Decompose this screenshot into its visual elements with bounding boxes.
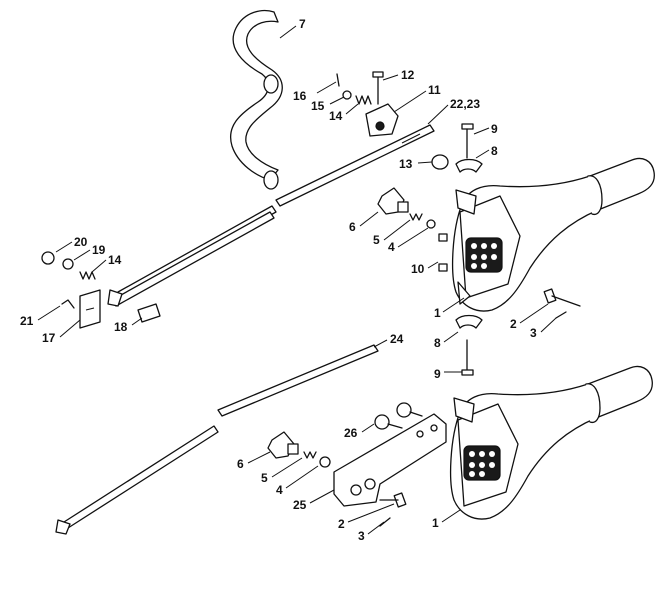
callout-14: 14 — [108, 253, 122, 267]
pin-part-16 — [336, 73, 340, 87]
spring-part-5-upper — [409, 213, 423, 221]
cap-part-20 — [41, 251, 55, 265]
callout-13: 13 — [399, 157, 413, 171]
callout-12: 12 — [401, 68, 415, 82]
cap-part-13 — [431, 154, 449, 170]
nut-part-10 — [438, 233, 448, 272]
knob-part-6-lower — [267, 431, 299, 459]
control-rod-part-24 — [55, 344, 379, 535]
callout-9: 9 — [491, 122, 498, 136]
washer-part-4-lower — [319, 456, 331, 468]
control-rod-part-22-23 — [107, 124, 435, 307]
bolt-part-2-lower — [379, 492, 407, 508]
callout-21: 21 — [20, 314, 34, 328]
control-handle-housing-lower-part-1 — [449, 365, 653, 520]
callout-1: 1 — [432, 516, 439, 530]
callout-3: 3 — [358, 529, 365, 543]
control-handle-housing-upper-part-1 — [451, 157, 655, 312]
callout-22-23: 22,23 — [450, 97, 480, 111]
bracket-part-17 — [79, 289, 101, 329]
screw-part-21 — [61, 299, 75, 309]
callout-20: 20 — [74, 235, 88, 249]
callout-labels: 7 16 15 14 12 11 22,23 9 8 13 6 5 4 10 1… — [20, 17, 537, 543]
knob-part-6-upper — [377, 187, 409, 215]
callout-14: 14 — [329, 109, 343, 123]
callout-4: 4 — [276, 483, 283, 497]
callout-1: 1 — [434, 306, 441, 320]
leader-lines — [37, 25, 557, 535]
callout-17: 17 — [42, 331, 56, 345]
callout-5: 5 — [261, 471, 268, 485]
callout-2: 2 — [510, 317, 517, 331]
washer-part-15 — [342, 90, 352, 100]
screw-part-12 — [372, 71, 384, 105]
spring-part-14-upper — [355, 95, 372, 105]
screw-part-9-lower — [461, 339, 474, 376]
callout-5: 5 — [373, 233, 380, 247]
clip-part-8-lower — [455, 314, 483, 329]
loop-handle-part-7 — [230, 9, 283, 190]
callout-26: 26 — [344, 426, 358, 440]
callout-24: 24 — [390, 332, 404, 346]
screw-part-26 — [374, 402, 423, 430]
adapter-plate-part-25 — [333, 413, 447, 507]
clip-part-8-upper — [455, 158, 483, 173]
callout-19: 19 — [92, 243, 106, 257]
pin-part-3-upper — [555, 311, 567, 319]
callout-25: 25 — [293, 498, 307, 512]
callout-2: 2 — [338, 517, 345, 531]
callout-3: 3 — [530, 326, 537, 340]
clamp-part-11 — [365, 103, 399, 137]
spring-part-5-lower — [303, 451, 317, 459]
callout-7: 7 — [299, 17, 306, 31]
callout-18: 18 — [114, 320, 128, 334]
callout-6: 6 — [349, 220, 356, 234]
washer-part-4-upper — [426, 219, 436, 229]
pin-part-3-lower — [379, 517, 391, 527]
clip-part-18 — [137, 303, 161, 323]
callout-9: 9 — [434, 367, 441, 381]
callout-6: 6 — [237, 457, 244, 471]
washer-part-19 — [62, 258, 74, 270]
screw-part-9-upper — [461, 123, 474, 159]
callout-10: 10 — [411, 262, 425, 276]
bolt-part-2-upper — [543, 288, 581, 307]
callout-8: 8 — [491, 144, 498, 158]
callout-16: 16 — [293, 89, 307, 103]
callout-4: 4 — [388, 240, 395, 254]
spring-part-14-lower — [79, 271, 96, 280]
callout-11: 11 — [428, 83, 441, 97]
callout-15: 15 — [311, 99, 325, 113]
callout-8: 8 — [434, 336, 441, 350]
